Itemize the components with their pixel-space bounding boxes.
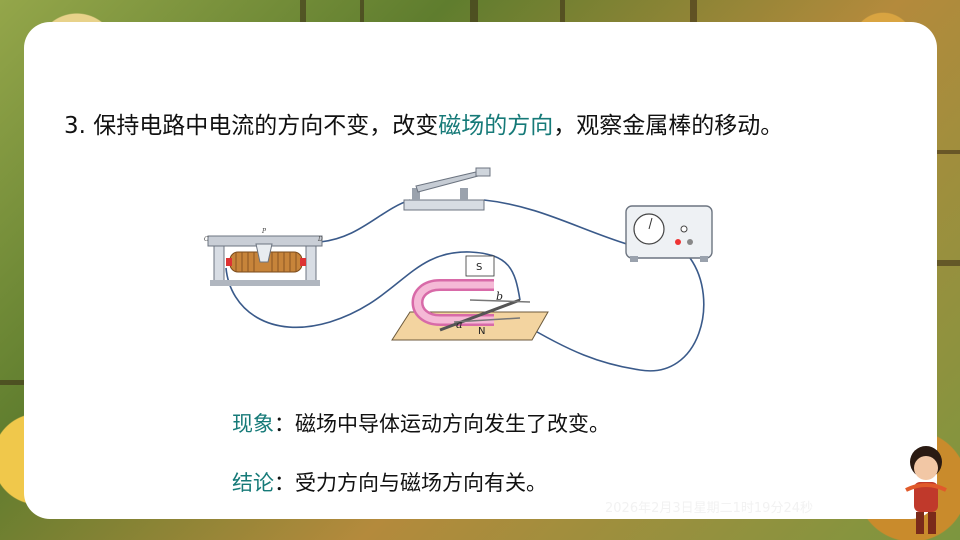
phenomenon-colon: ：	[274, 412, 295, 436]
title-suffix: ，观察金属棒的移动。	[553, 113, 784, 139]
conclusion-label: 结论	[232, 471, 274, 495]
knife-switch	[403, 167, 491, 211]
cartoon-character-icon	[905, 446, 947, 534]
conclusion-line: 结论：受力方向与磁场方向有关。	[232, 467, 547, 497]
phenomenon-text: 磁场中导体运动方向发生了改变。	[295, 412, 610, 436]
rheostat: C D P	[204, 228, 323, 286]
phenomenon-label: 现象	[232, 412, 274, 436]
conclusion-colon: ：	[274, 471, 295, 495]
rheostat-right-label: D	[317, 236, 323, 243]
title-prefix: 3. 保持电路中电流的方向不变，改变	[64, 113, 439, 139]
rheostat-top-label: P	[261, 228, 267, 235]
rod-label-a: a	[456, 318, 463, 331]
rod-label-b: b	[496, 290, 503, 303]
phenomenon-line: 现象：磁场中导体运动方向发生了改变。	[232, 408, 610, 438]
magnet-apparatus: S N a b	[391, 255, 549, 341]
meter	[625, 205, 713, 262]
rheostat-left-label: C	[204, 236, 209, 243]
page-title: 3. 保持电路中电流的方向不变，改变磁场的方向，观察金属棒的移动。	[64, 106, 783, 140]
magnet-s-label: S	[476, 262, 482, 273]
conclusion-text: 受力方向与磁场方向有关。	[295, 471, 547, 495]
wires	[225, 199, 705, 372]
title-highlight: 磁场的方向	[438, 113, 554, 139]
magnet-n-label: N	[478, 326, 485, 337]
timestamp: 2026年2月3日星期二1时19分24秒	[605, 501, 813, 516]
